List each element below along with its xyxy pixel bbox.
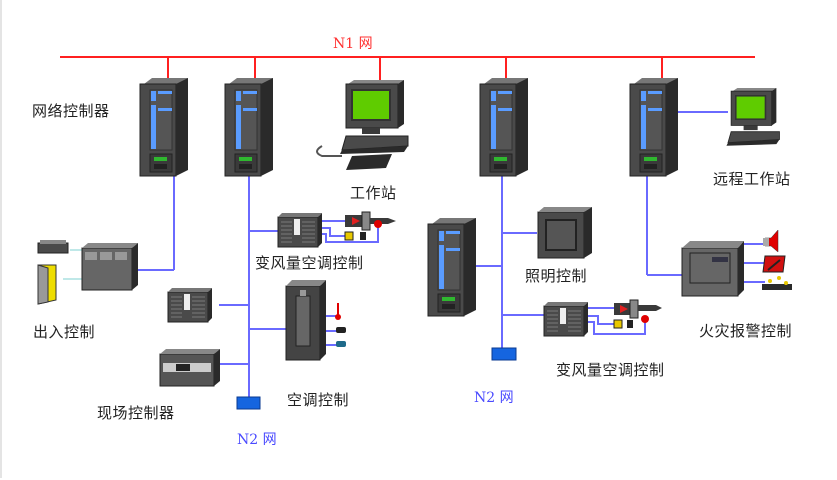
remote-workstation-pc [725, 87, 781, 147]
ac-controller [285, 280, 346, 361]
n2-links [137, 111, 765, 398]
fire-alarm-controller [681, 229, 792, 297]
vav-control-right-label: 变风量空调控制 [556, 361, 665, 379]
vav-controller-right [543, 301, 589, 337]
lighting-controller [537, 207, 592, 259]
network-controller-3 [479, 77, 529, 177]
field-controller [159, 349, 220, 387]
workstation-pc [316, 79, 409, 170]
fire-alarm-control-label: 火灾报警控制 [699, 322, 793, 340]
vav-controller-left [277, 212, 323, 248]
network-controller-4 [629, 77, 679, 177]
n2-network-label-left: N2 网 [237, 432, 277, 448]
n1-network-label: N1 网 [333, 36, 373, 52]
access-links [63, 249, 82, 280]
lighting-control-label: 照明控制 [525, 267, 588, 285]
n2-terminator-right [491, 347, 517, 361]
vav-actuators-left [344, 211, 396, 241]
network-controller-2 [224, 77, 274, 177]
access-control-device [37, 240, 138, 305]
n1-bus [60, 56, 755, 82]
n2-server [427, 217, 477, 317]
network-controller-label: 网络控制器 [32, 102, 110, 120]
vav-actuators-right [613, 299, 662, 329]
network-controller-1 [139, 77, 189, 177]
field-controller-label: 现场控制器 [97, 404, 175, 422]
n2-terminator-left [236, 396, 261, 410]
workstation-label: 工作站 [350, 184, 397, 202]
n2-network-label-right: N2 网 [474, 390, 514, 406]
remote-workstation-label: 远程工作站 [713, 170, 791, 188]
controller-rack [167, 287, 213, 323]
access-control-label: 出入控制 [33, 323, 96, 341]
vav-control-left-label: 变风量空调控制 [255, 254, 364, 272]
ac-control-label: 空调控制 [287, 391, 350, 409]
